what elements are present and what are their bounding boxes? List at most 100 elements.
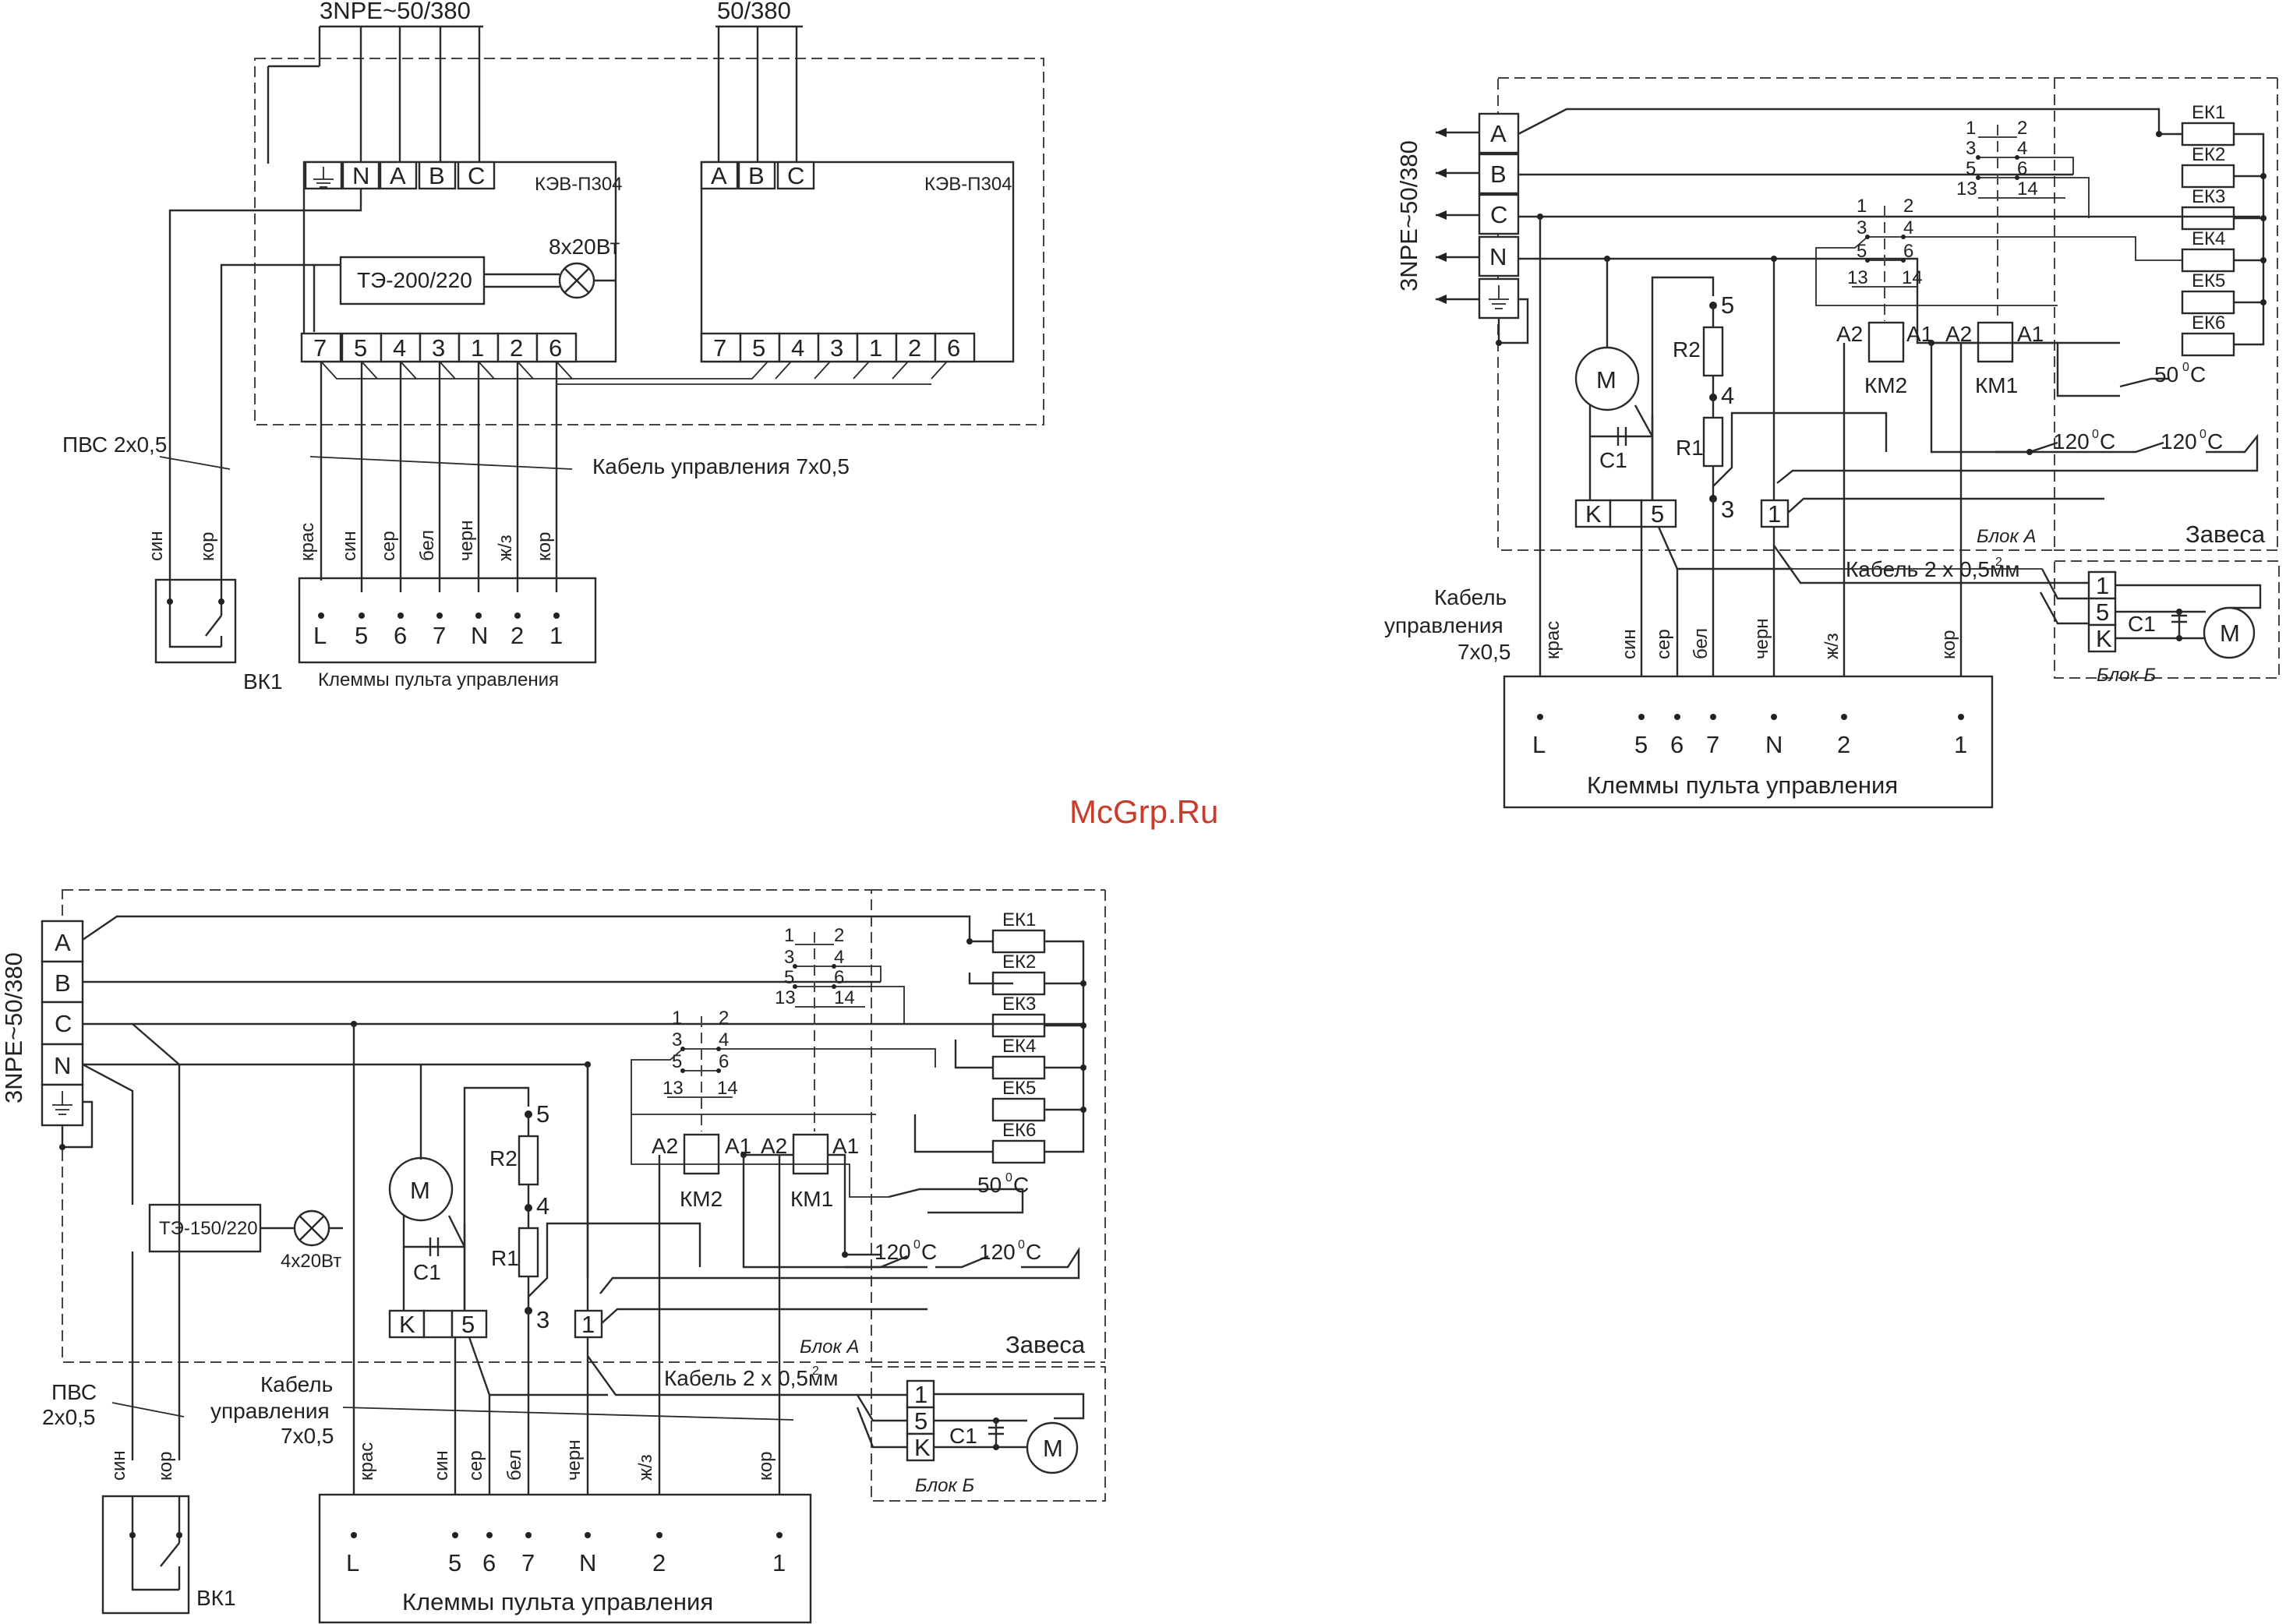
d2-contact-number: 14 (2017, 178, 2038, 199)
d3-motor: M C1 (388, 1064, 466, 1311)
d2-contact-number: 14 (1902, 267, 1923, 288)
d2-heater-label: ЕК5 (2192, 270, 2225, 291)
d2-contact-number: 6 (2017, 158, 2027, 179)
d1-terminal-top: C (468, 162, 485, 189)
d3-tap-4: 4 (536, 1192, 549, 1220)
d1-thermo-label: ТЭ-200/220 (357, 268, 472, 292)
d1-panel-terminal: 5 (355, 622, 368, 649)
d2-contact-number: 13 (1956, 178, 1977, 199)
d2-contact-number: 2 (2017, 118, 2027, 139)
d3-block-a-term: 5 (461, 1311, 475, 1338)
d2-t120b-unit: C (2207, 429, 2223, 454)
d1-wire-color: бел (417, 530, 438, 561)
d3-block-b-label: Блок Б (915, 1475, 974, 1496)
d2-motor-b-label: M (2220, 620, 2240, 647)
d3-wire-color: бел (504, 1449, 525, 1481)
d1-terminal-bottom-right: 7 (713, 334, 726, 362)
d3-wire-color-left: кор (155, 1452, 176, 1481)
d3-contact-number: 2 (719, 1008, 729, 1029)
d3-contact-number: 4 (834, 947, 844, 968)
d3-contact-number: 6 (834, 967, 844, 988)
d1-supply-right-label: 50/380 (717, 0, 791, 24)
d2-km1-contacts: 1 2 3 4 5 6 13 14 (1956, 118, 2090, 321)
d3-km1-contacts: 1 2 3 4 5 6 13 14 (775, 925, 905, 1132)
d1-panel-terminal: 1 (549, 622, 563, 649)
d3-tap-5: 5 (536, 1100, 549, 1128)
d1-wire-color: кор (534, 532, 555, 561)
d2-coil-pin: A2 (1836, 322, 1863, 346)
d2-panel-terminals: L 5 6 7 N 2 1 (1532, 714, 1967, 758)
d2-thermostats: 50 0 C 120 0 C 120 0 C (1776, 361, 2259, 484)
d3-cable-control-line: управления (210, 1399, 330, 1423)
d2-resistors: 5 R2 4 R1 3 (1651, 256, 2104, 523)
d1-terminal-top: B (429, 162, 445, 189)
d2-motor: M C1 (1574, 259, 1654, 500)
d2-phase: N (1489, 243, 1507, 270)
d3-heaters: ЕК1 ЕК2 ЕК3 ЕК4 ЕК5 ЕК6 (913, 909, 1086, 1164)
d3-contact-number: 3 (784, 947, 794, 968)
d3-heater-label: ЕК2 (1002, 951, 1036, 973)
lamp-icon (293, 1209, 330, 1247)
d1-terminal-bottom: 7 (313, 334, 327, 362)
d1-wire-colors: крас син сер бел черн ж/з кор (297, 521, 555, 561)
d2-capacitor-b-label: C1 (2128, 612, 2156, 636)
d2-curtain-label: Завеса (2185, 521, 2266, 548)
d1-terminal-bottom-right: 5 (752, 334, 765, 362)
d3-t50-deg: 0 (1005, 1171, 1012, 1184)
d3-lamp-label: 4х20Вт (281, 1251, 341, 1272)
d2-km1-label: КМ1 (1975, 373, 2018, 397)
d3-wire-color: черн (564, 1440, 585, 1481)
d3-contact-number: 14 (717, 1078, 738, 1099)
d1-unit-label-right: КЭВ-П304 (924, 174, 1012, 195)
d1-terminal-top-right: C (787, 162, 804, 189)
d1-cable-pvs-label: ПВС 2х0,5 (62, 432, 167, 457)
d1-terminal-bottom: 2 (510, 334, 523, 362)
d3-panel-label: Клеммы пульта управления (402, 1588, 713, 1615)
d3-contact-number: 3 (672, 1029, 682, 1050)
d1-unit-label-left: КЭВ-П304 (535, 174, 623, 195)
d3-contact-number: 13 (662, 1078, 684, 1099)
d3-supply-label: 3NPE~50/380 (0, 952, 27, 1103)
d2-panel-terminal: 7 (1706, 731, 1719, 758)
d3-panel-terminal: 6 (482, 1549, 496, 1576)
d1-bottom-terminals-right: 7 5 4 3 1 2 6 (700, 332, 976, 363)
d1-panel-terminal: N (471, 622, 488, 649)
d3-block-b-term: 5 (914, 1407, 927, 1435)
d1-panel-terminal: 6 (394, 622, 407, 649)
d2-term-1: 1 (1768, 500, 1781, 528)
d2-phase: A (1490, 120, 1507, 147)
d2-r2-label: R2 (1673, 337, 1701, 362)
d2-t120b: 120 (2161, 429, 2197, 454)
d1-wire-color: сер (378, 531, 399, 561)
d3-capacitor-label: C1 (413, 1260, 441, 1284)
d3-wire-color: сер (465, 1450, 486, 1481)
d2-block-b-term: 1 (2096, 572, 2109, 599)
d2-contact-number: 2 (1903, 196, 1913, 217)
d3-phase-terminals: A B C N (41, 920, 94, 1150)
d3-phase: B (55, 969, 71, 997)
d3-tap-3: 3 (536, 1306, 549, 1333)
d1-panel-terminals: L 5 6 7 N 2 1 (313, 613, 563, 649)
d2-heater-label: ЕК2 (2192, 144, 2225, 165)
d3-coils: A2 A1 A2 A1 КМ2 КМ1 (652, 1133, 927, 1278)
d1-terminal-bottom-right: 1 (869, 334, 882, 362)
d2-km2-contacts: 1 2 3 4 5 6 13 14 (1815, 196, 2182, 321)
d2-contact-number: 4 (1903, 217, 1913, 238)
d2-wire-color: син (1619, 629, 1640, 659)
d2-panel-terminal: 6 (1670, 731, 1684, 758)
d3-wire-colors: крас син сер бел черн ж/з кор (356, 1440, 776, 1481)
d3-contact-number: 1 (784, 925, 794, 946)
d2-motor-label: M (1596, 366, 1616, 394)
d1-terminal-top-right: B (748, 162, 765, 189)
d3-t120a-deg: 0 (913, 1238, 920, 1252)
d1-terminal-bottom: 4 (393, 334, 406, 362)
d1-top-right-terminals: A B C (700, 161, 815, 190)
d3-thermo-label: ТЭ-150/220 (159, 1218, 258, 1239)
d2-contact-number: 3 (1966, 138, 1976, 159)
diagram-3-curtain-with-thermo: Блок А Завеса 3NPE~50/380 A B C N (0, 889, 1106, 1624)
d1-interconnect (320, 361, 948, 385)
d3-cable-2x-sq: 2 (812, 1365, 819, 1378)
d3-capacitor-b-label: C1 (949, 1424, 977, 1448)
d2-wire-color: крас (1542, 621, 1563, 659)
